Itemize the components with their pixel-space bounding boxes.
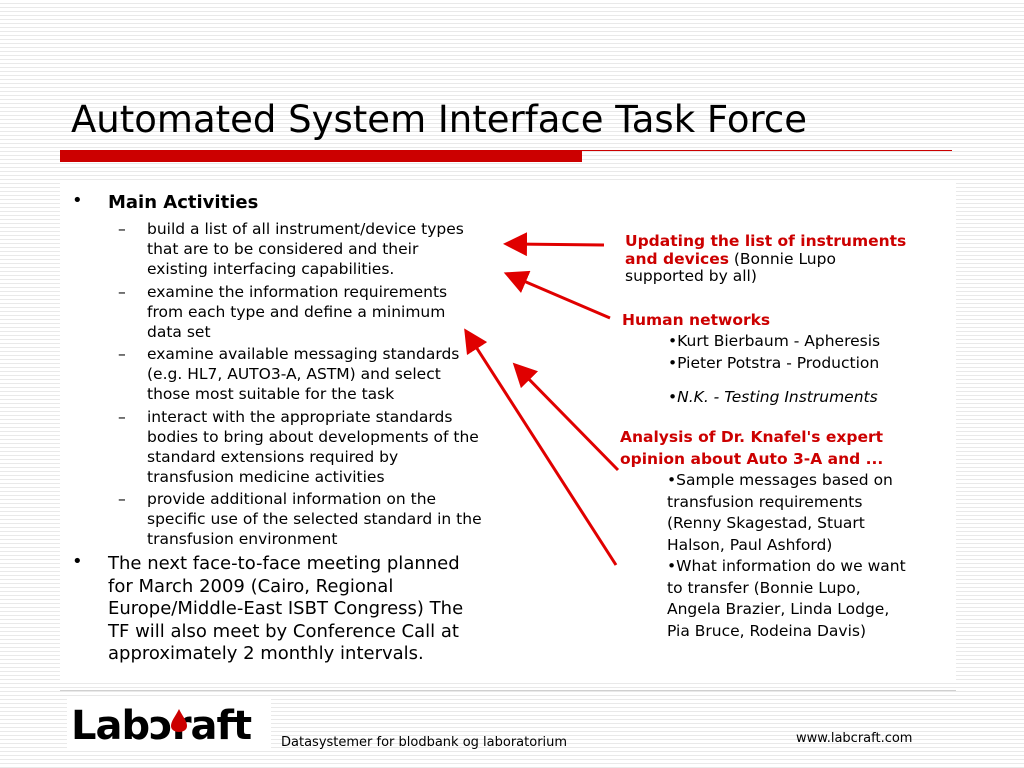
meeting-line: for March 2009 (Cairo, Regional	[108, 575, 394, 597]
activity-line: examine the information requirements	[147, 283, 448, 301]
footer-tagline: Datasystemer for blodbank og laboratoriu…	[281, 735, 568, 750]
bullet-dot-icon: •	[72, 190, 83, 211]
update-heading-red: and devices	[625, 250, 729, 268]
meeting-line: approximately 2 monthly intervals.	[108, 643, 424, 664]
main-activities-heading: Main Activities	[108, 192, 259, 213]
slide-title: Automated System Interface Task Force	[71, 98, 808, 141]
activity-line: provide additional information on the	[147, 490, 437, 508]
dash-icon: –	[118, 408, 126, 426]
activity-line: that are to be considered and their	[147, 240, 419, 258]
dash-icon: –	[118, 220, 126, 238]
activity-line: transfusion medicine activities	[147, 468, 385, 486]
meeting-line: Europe/Middle-East ISBT Congress) The	[108, 598, 464, 619]
human-networks-heading: Human networks	[622, 311, 771, 329]
update-heading-black: (Bonnie Lupo	[728, 250, 836, 268]
update-heading-line1: Updating the list of instruments	[625, 232, 907, 250]
dash-icon: –	[118, 490, 126, 508]
activity-line: from each type and define a minimum	[147, 303, 446, 321]
update-heading-line3: supported by all)	[625, 267, 757, 285]
arrow-icon	[503, 232, 605, 257]
analysis-item: •What information do we want	[667, 557, 906, 575]
activity-line: (e.g. HL7, AUTO3-A, ASTM) and select	[147, 365, 441, 383]
footer-divider	[60, 690, 956, 691]
labcraft-logo: Labɔraft	[67, 699, 271, 750]
blood-drop-logo-icon	[171, 709, 187, 732]
activity-line: bodies to bring about developments of th…	[147, 428, 479, 446]
activity-line: data set	[147, 323, 211, 341]
dash-icon: –	[118, 345, 126, 363]
analysis-heading-line1: Analysis of Dr. Knafel's expert	[620, 428, 884, 446]
activity-line: interact with the appropriate standards	[147, 408, 453, 426]
arrow-icon	[512, 362, 620, 472]
analysis-item: •Sample messages based on	[667, 471, 893, 489]
human-network-item: •N.K. - Testing Instruments	[668, 388, 878, 406]
arrow-icon	[464, 328, 618, 566]
activity-line: examine available messaging standards	[147, 345, 460, 363]
update-heading-line2: and devices (Bonnie Lupo	[625, 249, 836, 270]
bullet-dot-icon: •	[72, 551, 83, 572]
dash-icon: –	[118, 283, 126, 301]
meeting-line: The next face-to-face meeting planned	[108, 553, 460, 574]
analysis-item: Angela Brazier, Linda Lodge,	[667, 600, 890, 618]
analysis-item: Pia Bruce, Rodeina Davis)	[667, 621, 867, 640]
activity-line: standard extensions required by	[147, 448, 399, 466]
analysis-item: Halson, Paul Ashford)	[667, 535, 833, 554]
footer-url: www.labcraft.com	[796, 731, 913, 746]
activity-line: specific use of the selected standard in…	[147, 510, 482, 528]
arrow-icon	[503, 270, 611, 320]
activity-line: existing interfacing capabilities.	[147, 260, 395, 278]
analysis-heading-line2: opinion about Auto 3-A and ...	[620, 450, 884, 468]
logo-text: Labɔraft	[71, 703, 252, 749]
analysis-item: (Renny Skagestad, Stuart	[667, 514, 865, 532]
analysis-item: to transfer (Bonnie Lupo,	[667, 578, 861, 597]
content-panel	[60, 182, 956, 680]
human-network-item: •Kurt Bierbaum - Apheresis	[668, 332, 881, 350]
activity-line: those most suitable for the task	[147, 385, 395, 403]
meeting-line: TF will also meet by Conference Call at	[108, 620, 459, 642]
title-underline-thin	[582, 150, 952, 151]
activity-line: build a list of all instrument/device ty…	[147, 220, 464, 238]
title-underline-red	[60, 150, 582, 162]
analysis-item: transfusion requirements	[667, 492, 863, 511]
human-network-item: •Pieter Potstra - Production	[668, 354, 880, 372]
activity-line: transfusion environment	[147, 530, 338, 548]
